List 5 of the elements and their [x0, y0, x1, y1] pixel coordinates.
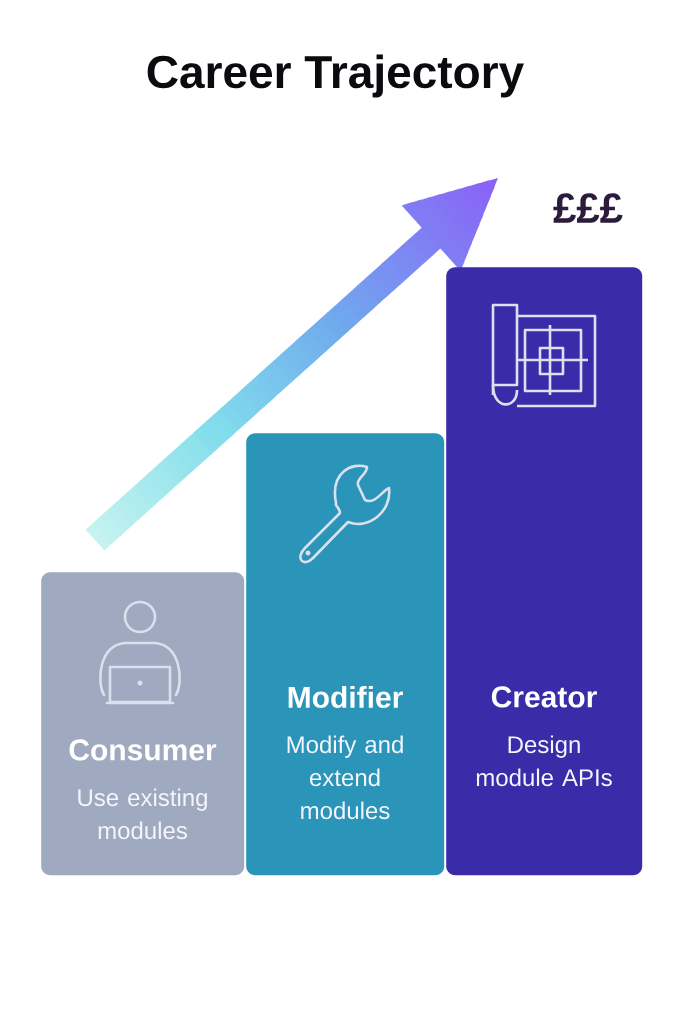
currency-label: £££: [553, 193, 623, 223]
title: Career Trajectory: [147, 54, 524, 98]
step-bar: Creator Design module APIs: [446, 267, 643, 876]
step-bar: Consumer Use existing modules: [41, 572, 245, 876]
step-bar: Modifier Modify and extend modules: [246, 433, 445, 876]
